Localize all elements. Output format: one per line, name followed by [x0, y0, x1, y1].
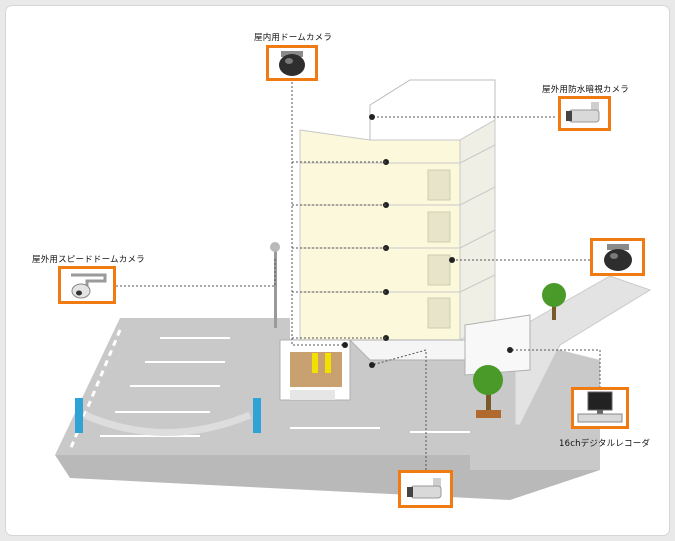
parking-lines: [100, 337, 470, 437]
building: [279, 79, 531, 401]
dome-camera-icon: [604, 244, 632, 271]
right-wall: [514, 275, 652, 426]
outdoor-speed-dome-camera-box: [58, 266, 116, 304]
camera-points: [342, 114, 513, 368]
tree-icon: [473, 283, 566, 418]
speed-dome-camera-icon: [71, 273, 107, 299]
indoor-dome-camera-label: 屋内用ドームカメラ: [254, 33, 333, 43]
dome-camera-icon: [279, 51, 305, 76]
dvr-recorder-icon: [577, 391, 623, 423]
ground-edge: [55, 455, 600, 500]
outdoor-ir-camera-label: 屋外用防水暗視カメラ: [542, 85, 630, 95]
indoor-dome-camera-box: [266, 45, 318, 81]
connection-lines: [116, 82, 601, 470]
outdoor-speed-dome-camera-label: 屋外用スピードドームカメラ: [32, 255, 145, 265]
bullet-camera-icon: [566, 102, 600, 123]
recorder-box: [571, 387, 629, 429]
parking-barrier-icon: [75, 398, 261, 436]
outdoor-ir-camera-2-box: [590, 238, 645, 276]
recorder-label: 16chデジタルレコーダ: [559, 439, 651, 449]
bullet-camera-icon: [407, 478, 442, 499]
entrance-camera-box: [398, 470, 453, 508]
outdoor-ir-camera-box: [558, 96, 611, 131]
